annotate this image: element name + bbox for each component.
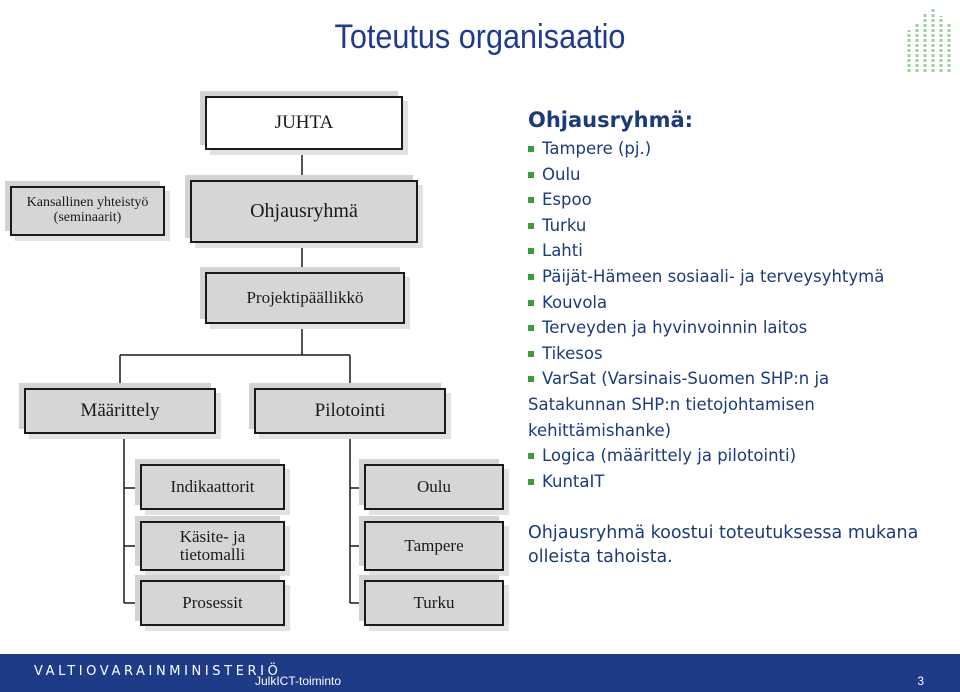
org-box-oulu: Oulu <box>364 464 504 510</box>
steering-group-panel: Ohjausryhmä: Tampere (pj.) Oulu Espoo Tu… <box>528 108 948 569</box>
steering-group-list: Tampere (pj.) Oulu Espoo Turku Lahti Päi… <box>528 136 948 392</box>
page-number: 3 <box>917 674 924 688</box>
list-item: VarSat (Varsinais-Suomen SHP:n ja <box>528 366 948 392</box>
org-box-indikaattorit: Indikaattorit <box>140 464 285 510</box>
footer-bar: VALTIOVARAINMINISTERIÖ JulkICT-toiminto … <box>0 654 960 692</box>
ministry-logo-icon <box>907 8 951 72</box>
steering-group-list-cont: Logica (määrittely ja pilotointi) KuntaI… <box>528 443 948 494</box>
org-box-projektipaallikko: Projektipäällikkö <box>205 272 405 324</box>
org-box-juhta: JUHTA <box>205 96 403 150</box>
list-item: Tampere (pj.) <box>528 136 948 162</box>
list-item: Lahti <box>528 238 948 264</box>
footer-organization: VALTIOVARAINMINISTERIÖ <box>34 664 282 679</box>
org-box-pilotointi: Pilotointi <box>254 388 446 434</box>
list-item: Tikesos <box>528 341 948 367</box>
list-item-continuation: Satakunnan SHP:n tietojohtamisen <box>528 394 815 414</box>
org-box-maarittely: Määrittely <box>24 388 216 434</box>
list-item: Kouvola <box>528 290 948 316</box>
org-box-turku: Turku <box>364 580 504 626</box>
steering-group-heading: Ohjausryhmä: <box>528 108 694 132</box>
slide-title: Toteutus organisaatio <box>334 18 626 56</box>
org-box-kansallinen-yhteistyo: Kansallinen yhteistyö (seminaarit) <box>10 186 165 236</box>
list-item: Logica (määrittely ja pilotointi) <box>528 443 948 469</box>
org-box-kasite-ja-tietomalli: Käsite- ja tietomalli <box>140 521 285 571</box>
org-box-ohjausryhma: Ohjausryhmä <box>190 180 418 243</box>
list-item: KuntaIT <box>528 469 948 495</box>
list-item: Oulu <box>528 162 948 188</box>
footer-subtitle: JulkICT-toiminto <box>255 674 342 688</box>
org-box-prosessit: Prosessit <box>140 580 285 626</box>
org-box-tampere: Tampere <box>364 521 504 571</box>
list-item: Päijät-Hämeen sosiaali- ja terveysyhtymä <box>528 264 948 290</box>
list-item-continuation: kehittämishanke) <box>528 420 672 440</box>
list-item: Terveyden ja hyvinvoinnin laitos <box>528 315 948 341</box>
steering-group-note: Ohjausryhmä koostui toteutuksessa mukana… <box>528 523 919 568</box>
list-item: Turku <box>528 213 948 239</box>
list-item: Espoo <box>528 187 948 213</box>
